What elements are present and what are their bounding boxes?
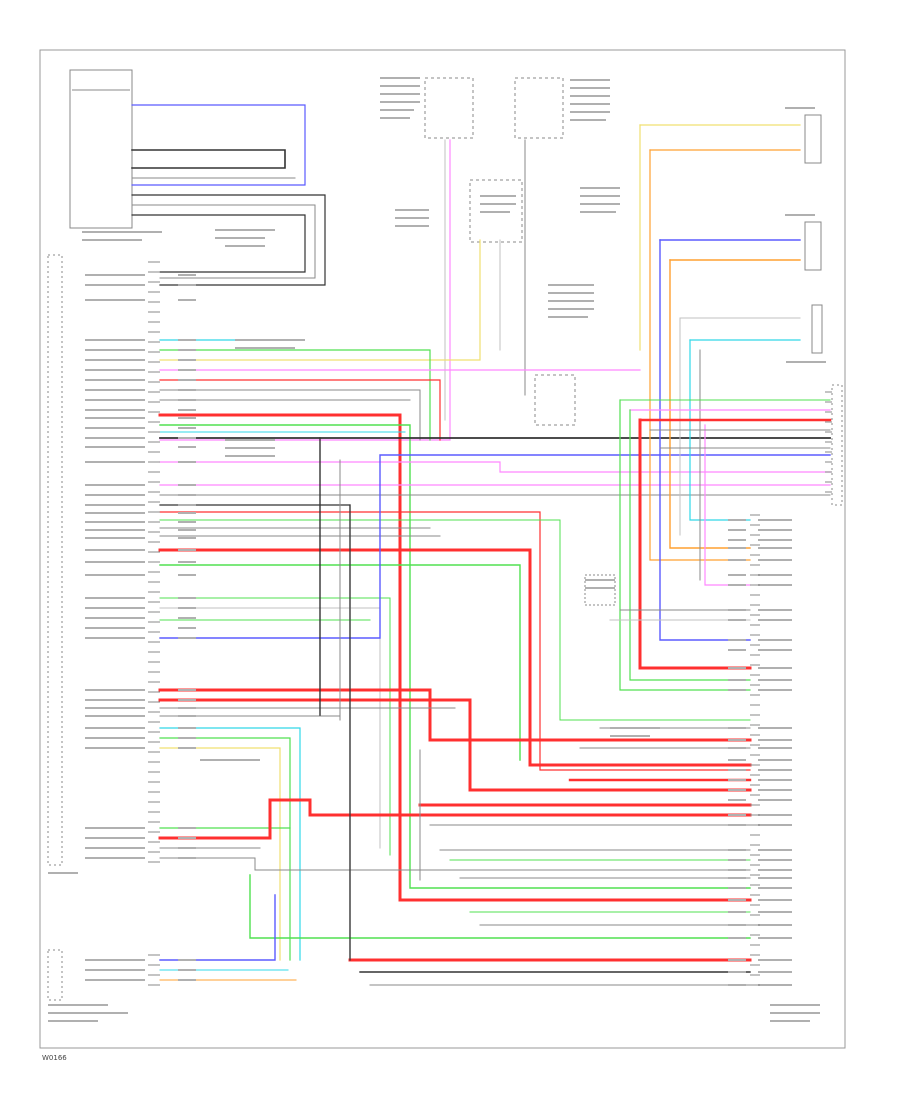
wire-black [131, 214, 306, 273]
top-left-module [69, 69, 133, 229]
wire-green [159, 519, 751, 721]
wire-red [159, 379, 441, 441]
right-speaker-1 [804, 114, 822, 164]
fuse-box-2 [514, 77, 564, 139]
wire-green [159, 564, 521, 761]
wire-black [131, 194, 326, 286]
wire-gray [131, 204, 316, 279]
wire-red [158, 413, 752, 902]
wire-blue [159, 454, 831, 639]
wire-green [159, 424, 751, 889]
wire-green [619, 399, 751, 691]
wire-blue [159, 894, 276, 961]
wire-paths [131, 104, 832, 986]
wire-green [249, 874, 751, 939]
right-switch [534, 374, 576, 426]
fuse-box-1 [424, 77, 474, 139]
wire-green [159, 597, 391, 856]
wire-red [158, 698, 752, 792]
wire-black [131, 149, 286, 169]
wire-green [159, 737, 291, 961]
bottom-left-connector [47, 949, 63, 1001]
wire-yellow [159, 239, 481, 361]
wire-green [629, 409, 751, 681]
right-connector-strip [831, 384, 843, 506]
wire-blue [131, 104, 306, 186]
wire-red [638, 418, 752, 670]
connector-pins [148, 261, 832, 986]
diagram-frame [39, 49, 846, 1049]
wire-gray [159, 857, 751, 871]
wire-yellow [159, 747, 281, 961]
right-tweeter [811, 304, 823, 354]
wire-orange [649, 149, 751, 561]
label-marks [48, 77, 826, 1022]
wire-red [158, 548, 752, 767]
wire-red [158, 688, 752, 742]
right-speaker-2 [804, 221, 822, 271]
wire-pink [159, 461, 831, 473]
mid-relay [469, 179, 523, 243]
left-connector-strip [47, 254, 63, 866]
wire-green [159, 349, 431, 441]
wire-blue [659, 239, 751, 641]
center-ground [584, 574, 616, 606]
wire-black [159, 504, 351, 961]
components [47, 69, 843, 1001]
diagram-code: W0166 [42, 1054, 67, 1062]
wire-orange [669, 259, 751, 549]
wire-red [158, 798, 752, 840]
wire-cyan [159, 727, 301, 961]
wire-gray [159, 389, 421, 441]
